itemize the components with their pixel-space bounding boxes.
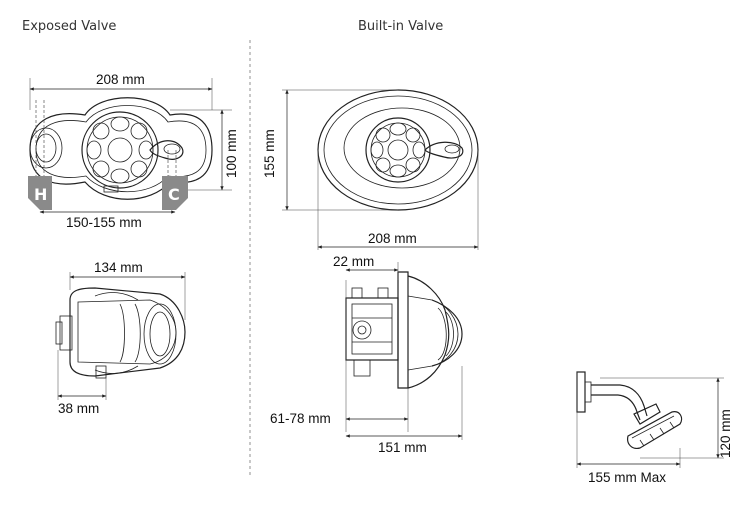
builtin-depth-label: 151 mm xyxy=(378,440,427,455)
cold-label: C xyxy=(168,185,180,204)
hot-inlet-badge: H xyxy=(28,176,52,210)
exposed-side-width-label: 134 mm xyxy=(94,260,143,275)
exposed-valve-side-drawing xyxy=(55,272,186,400)
shower-reach-label: 155 mm Max xyxy=(588,470,666,485)
exposed-height-label: 100 mm xyxy=(224,129,239,178)
builtin-width-label: 208 mm xyxy=(368,231,417,246)
builtin-valve-front-drawing xyxy=(282,89,479,250)
exposed-depth-label: 38 mm xyxy=(58,401,99,416)
exposed-centres-label: 150-155 mm xyxy=(66,215,142,230)
cold-inlet-badge: C xyxy=(162,176,188,210)
shower-head-drawing xyxy=(576,371,724,468)
hot-label: H xyxy=(34,185,47,204)
builtin-recess-label: 61-78 mm xyxy=(270,411,331,426)
heading-exposed-valve: Exposed Valve xyxy=(22,19,116,34)
builtin-height-label: 155 mm xyxy=(262,129,277,178)
exposed-width-label: 208 mm xyxy=(96,72,145,87)
shower-height-label: 120 mm xyxy=(718,409,733,458)
exposed-valve-front-drawing xyxy=(29,78,232,200)
builtin-plate-label: 22 mm xyxy=(333,254,374,269)
heading-builtin-valve: Built-in Valve xyxy=(358,19,443,34)
builtin-valve-side-drawing xyxy=(345,262,463,440)
